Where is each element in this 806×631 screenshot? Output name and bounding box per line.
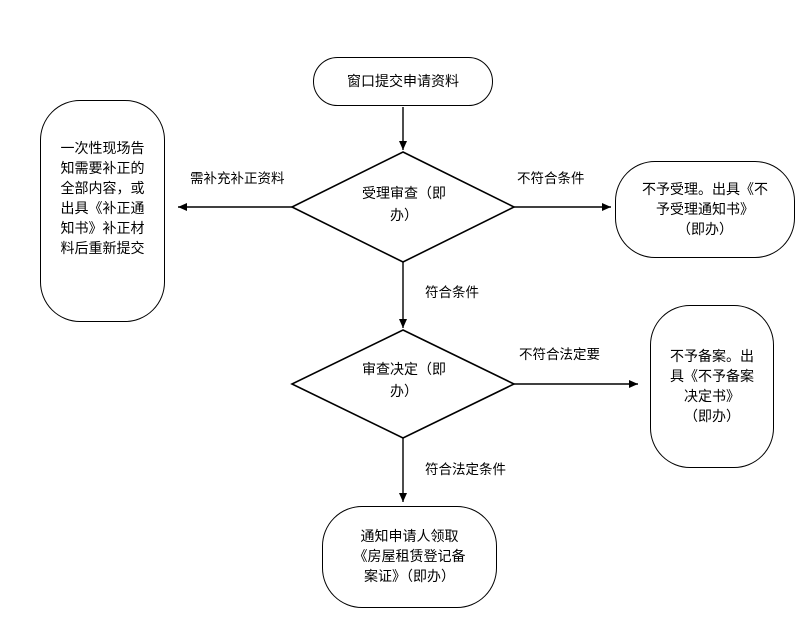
supplement-line: 知书》补正材 (60, 221, 145, 237)
edge-label-legal: 符合法定条件 (425, 462, 506, 478)
supplement-line: 全部内容，或 (60, 181, 145, 197)
reject-filing-line: （即办） (684, 408, 740, 425)
supplement-line: 料后重新提交 (60, 241, 145, 257)
supplement-line: 出具《补正通 (60, 201, 145, 217)
reject-filing-text: 不予备案。出 具《不予备案 决定书》 （即办） (670, 347, 754, 427)
reject-filing-line: 不予备案。出 (670, 348, 754, 365)
decision-acceptance-line2: 办） (390, 208, 418, 224)
edge-label-not-meet: 不符合条件 (517, 171, 585, 187)
decision-review-line2: 办） (390, 384, 418, 400)
supplement-line: 知需要补正的 (60, 161, 145, 177)
supplement-box: 一次性现场告 知需要补正的 全部内容，或 出具《补正通 知书》补正材 料后重新提… (40, 100, 165, 322)
decision-acceptance-line1: 受理审查（即 (362, 186, 446, 202)
reject-acceptance-line: （即办） (677, 221, 733, 238)
decision-acceptance-text: 受理审查（即 办） (344, 183, 464, 227)
reject-filing-line: 具《不予备案 (670, 368, 754, 385)
decision-review-text: 审查决定（即 办） (344, 359, 464, 403)
notify-line: 案证》（即办） (364, 569, 455, 585)
reject-acceptance-text: 不予受理。出具《不 予受理通知书》 （即办） (642, 180, 768, 240)
reject-acceptance-line: 不予受理。出具《不 (642, 181, 768, 198)
edge-label-meet: 符合条件 (425, 285, 479, 301)
supplement-text: 一次性现场告 知需要补正的 全部内容，或 出具《补正通 知书》补正材 料后重新提… (61, 139, 145, 259)
notify-line: 通知申请人领取 (360, 529, 459, 545)
supplement-line: 一次性现场告 (60, 141, 145, 157)
reject-acceptance-box: 不予受理。出具《不 予受理通知书》 （即办） (615, 161, 795, 258)
edge-label-not-legal: 不符合法定要 (519, 347, 600, 363)
notify-box: 通知申请人领取 《房屋租赁登记备 案证》（即办） (322, 506, 497, 608)
reject-acceptance-line: 予受理通知书》 (656, 201, 754, 218)
edge-label-need-supplement: 需补充补正资料 (190, 171, 285, 187)
reject-filing-line: 决定书》 (684, 388, 740, 405)
notify-line: 《房屋租赁登记备 (353, 549, 466, 565)
start-box: 窗口提交申请资料 (313, 57, 493, 106)
reject-filing-box: 不予备案。出 具《不予备案 决定书》 （即办） (650, 305, 774, 468)
notify-text: 通知申请人领取 《房屋租赁登记备 案证》（即办） (354, 527, 466, 587)
start-text: 窗口提交申请资料 (347, 73, 459, 90)
decision-review-line1: 审查决定（即 (362, 362, 446, 378)
